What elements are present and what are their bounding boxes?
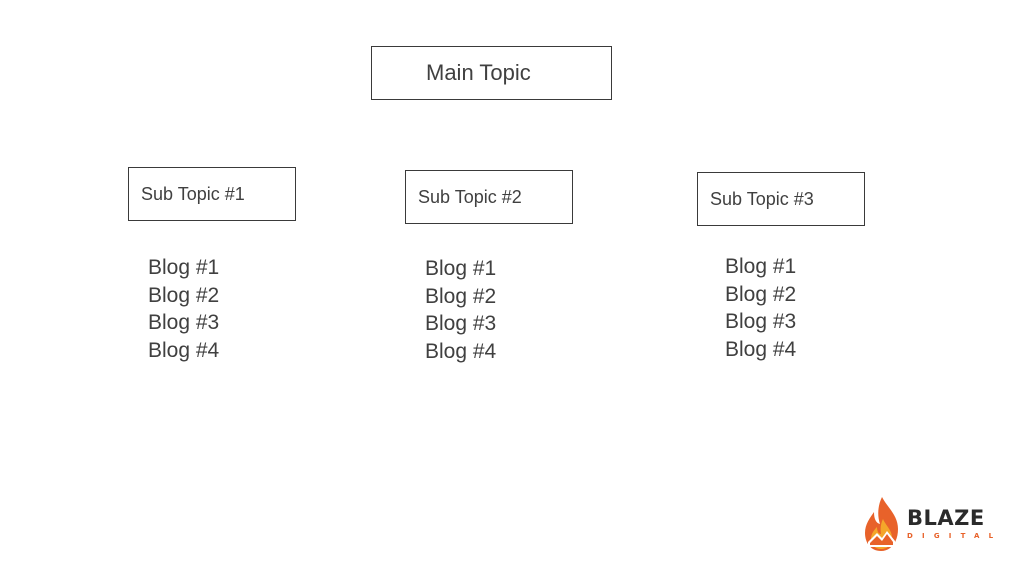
blog-item: Blog #3 — [148, 311, 220, 334]
blog-item: Blog #2 — [725, 282, 797, 306]
flame-icon — [865, 497, 898, 551]
sub-topic-1-label: Sub Topic #1 — [141, 183, 245, 204]
blog-list-2: Blog #1 Blog #2 Blog #3 Blog #4 — [425, 255, 496, 365]
sub-topic-3-label: Sub Topic #3 — [710, 188, 814, 209]
main-topic-label: Main Topic — [426, 60, 531, 85]
blog-item: Blog #3 — [425, 312, 497, 335]
blog-item: Blog #4 — [148, 338, 220, 362]
blog-item: Blog #3 — [725, 310, 797, 333]
sub-topic-2-box: Sub Topic #2 — [405, 170, 573, 224]
blog-item: Blog #4 — [425, 339, 497, 363]
blog-item: Blog #1 — [425, 257, 497, 280]
blaze-digital-logo: BLAZE DIGITAL — [862, 494, 1002, 554]
blog-list-1: Blog #1 Blog #2 Blog #3 Blog #4 — [148, 254, 219, 364]
sub-topic-2-label: Sub Topic #2 — [418, 186, 522, 207]
blog-item: Blog #4 — [725, 337, 797, 361]
sub-topic-1-box: Sub Topic #1 — [128, 167, 296, 221]
blog-item: Blog #2 — [148, 283, 220, 307]
blog-item: Blog #1 — [148, 256, 220, 279]
sub-topic-3-box: Sub Topic #3 — [697, 172, 865, 226]
blog-item: Blog #1 — [725, 255, 797, 278]
blog-list-3: Blog #1 Blog #2 Blog #3 Blog #4 — [725, 253, 796, 363]
logo-wordmark: BLAZE — [907, 506, 985, 530]
main-topic-box: Main Topic — [371, 46, 612, 100]
blog-item: Blog #2 — [425, 284, 497, 308]
logo-subtext: DIGITAL — [907, 532, 1003, 540]
